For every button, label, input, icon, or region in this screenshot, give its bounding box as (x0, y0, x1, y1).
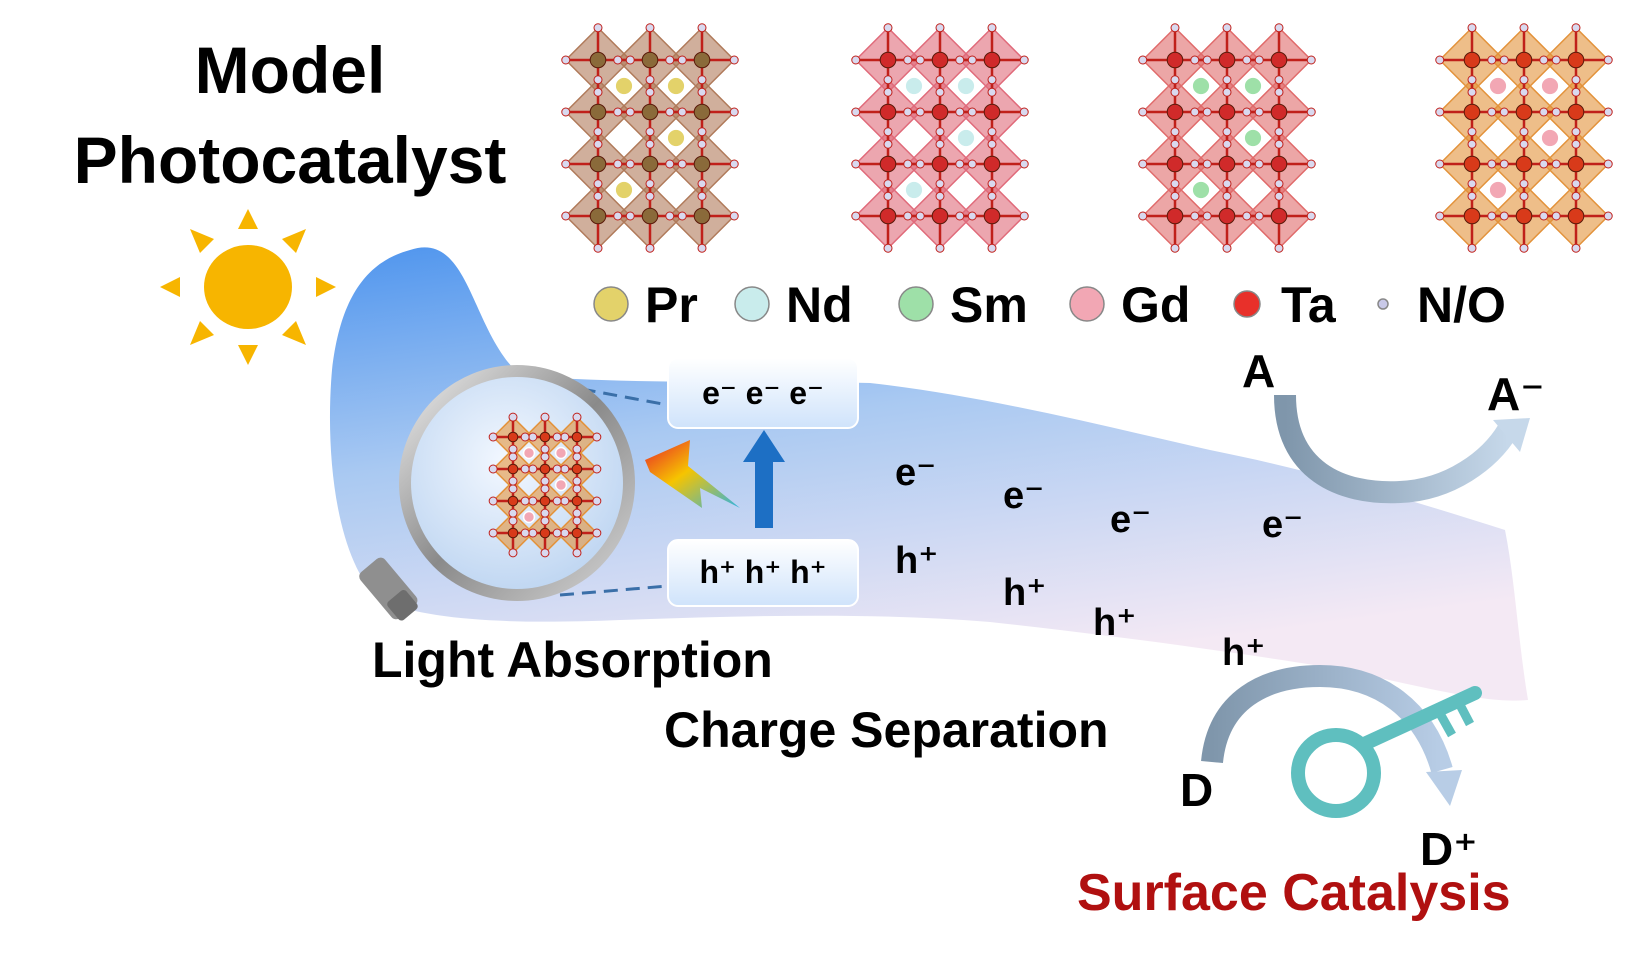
donor-label: D (1180, 764, 1213, 816)
conduction-band: e⁻ e⁻ e⁻ (667, 357, 859, 429)
acceptor-product-label: A⁻ (1487, 368, 1545, 420)
element-legend: Pr Nd Sm Gd Ta N/O (593, 277, 1506, 333)
legend-item-ta: Ta (1233, 277, 1337, 333)
legend-swatch (898, 286, 934, 322)
title-line-model: Model (195, 33, 386, 107)
hole-carrier: h⁺ (1093, 602, 1136, 644)
reduction-arrow (1274, 394, 1530, 504)
legend-item-gd: Gd (1069, 277, 1190, 333)
legend-swatch (734, 286, 770, 322)
electron-carrier: e⁻ (1262, 504, 1303, 546)
hole-carrier: h⁺ (895, 540, 938, 582)
crystal-structure-group (561, 23, 1613, 253)
label-surface-catalysis: Surface Catalysis (1077, 864, 1511, 922)
hole-carrier: h⁺ (1222, 632, 1265, 674)
excitation-arrow (743, 430, 785, 528)
electron-carrier: e⁻ (895, 452, 936, 494)
hole-carriers: h⁺ h⁺ h⁺ h⁺ (895, 540, 1265, 674)
donor-product-label: D⁺ (1420, 823, 1478, 875)
valence-band-holes: h⁺ h⁺ h⁺ (699, 554, 826, 590)
legend-label: Nd (786, 277, 853, 333)
crystal-structure-pr (561, 23, 739, 253)
legend-label: Sm (950, 277, 1028, 333)
acceptor-label: A (1242, 345, 1275, 397)
crystal-structure-gd (1435, 23, 1613, 253)
semiconductor-body (329, 247, 1528, 701)
label-light-absorption: Light Absorption (372, 632, 773, 688)
crystal-structure-magnified (488, 412, 602, 558)
legend-swatch (1377, 298, 1389, 310)
legend-item-pr: Pr (593, 277, 698, 333)
crystal-structure-nd (851, 23, 1029, 253)
legend-label: N/O (1417, 277, 1506, 333)
sun-icon (160, 209, 336, 365)
legend-swatch (593, 286, 629, 322)
label-charge-separation: Charge Separation (664, 702, 1109, 758)
legend-label: Gd (1121, 277, 1190, 333)
title-line-photocatalyst: Photocatalyst (74, 123, 507, 197)
hole-carrier: h⁺ (1003, 572, 1046, 614)
key-icon (1291, 686, 1482, 818)
electron-carriers: e⁻ e⁻ e⁻ e⁻ (895, 452, 1303, 546)
legend-item-sm: Sm (898, 277, 1028, 333)
valence-band: h⁺ h⁺ h⁺ (667, 539, 859, 607)
conduction-band-electrons: e⁻ e⁻ e⁻ (702, 375, 824, 411)
magnifier-guide-lines (559, 383, 669, 597)
legend-item-nd: Nd (734, 277, 853, 333)
legend-label: Pr (645, 277, 698, 333)
crystal-structure-sm (1138, 23, 1316, 253)
legend-item-n-o: N/O (1377, 277, 1506, 333)
magnified-crystal (488, 412, 602, 558)
electron-carrier: e⁻ (1003, 475, 1044, 517)
legend-label: Ta (1281, 277, 1337, 333)
legend-swatch (1233, 290, 1261, 318)
electron-carrier: e⁻ (1110, 499, 1151, 541)
lightning-icon (645, 440, 740, 508)
legend-swatch (1069, 286, 1105, 322)
